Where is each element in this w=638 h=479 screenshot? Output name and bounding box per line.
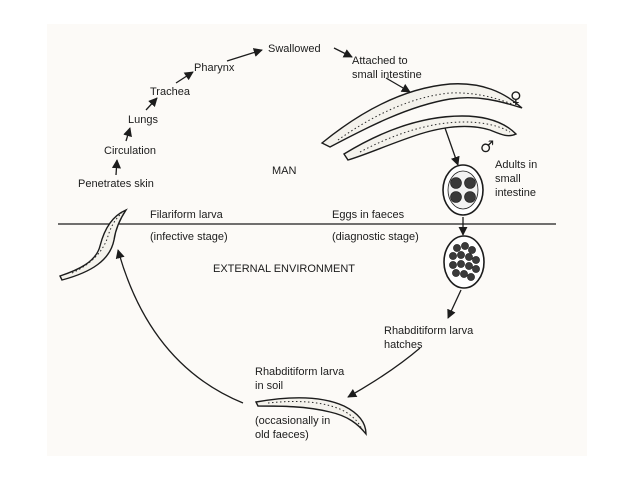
arrow-circulation-to-lungs [123,127,132,142]
egg-morula [443,235,485,289]
label-rhabditiform-hatches-line1: Rhabditiform larva [384,325,474,337]
arrow-adults-to-egg [444,127,460,166]
label-adults-line2: small [495,173,521,185]
label-eggs-in-faeces: Eggs in faeces [332,209,405,221]
label-filariform-larva: Filariform larva [150,209,224,221]
label-penetrates-skin: Penetrates skin [78,178,154,190]
rhabditiform-larva-soil [254,397,367,436]
egg-early-cleavage [442,164,484,216]
female-symbol: ♀ [510,88,522,107]
label-man: MAN [272,165,297,177]
filariform-larva [59,208,128,281]
arrow-swallowed-to-attached [333,47,353,58]
label-lungs: Lungs [128,114,158,126]
label-rhabditiform-soil-line2: in soil [255,380,283,392]
arrow-hatch-to-soil [347,347,421,398]
label-infective-stage: (infective stage) [150,231,228,243]
label-rhabditiform-soil-line1: Rhabditiform larva [255,366,345,378]
label-rhabditiform-hatches-line2: hatches [384,339,423,351]
arrow-trachea-to-pharynx [175,71,194,84]
male-symbol: ♂ [480,137,494,156]
label-swallowed: Swallowed [268,43,321,55]
adult-worm-male [343,115,518,161]
arrow-skin-to-circulation [111,159,121,176]
adult-worm-female [320,83,523,148]
label-adults-line3: intestine [495,187,536,199]
label-occasionally-line2: old faeces) [255,429,309,441]
arrow-lungs-to-trachea [145,97,158,111]
label-diagnostic-stage: (diagnostic stage) [332,231,419,243]
label-attached-line2: small intestine [352,69,422,81]
label-attached-line1: Attached to [352,55,408,67]
label-pharynx: Pharynx [194,62,235,74]
arrow-egg-to-hatch [447,289,462,319]
label-occasionally-line1: (occasionally in [255,415,330,427]
label-external-environment: EXTERNAL ENVIRONMENT [213,263,355,275]
arrow-attached-to-worms [385,77,411,93]
arrow-pharynx-to-swallowed [226,48,263,62]
label-adults-line1: Adults in [495,159,537,171]
arrow-soil-to-filariform [115,249,244,404]
label-circulation: Circulation [104,145,156,157]
label-trachea: Trachea [150,86,191,98]
